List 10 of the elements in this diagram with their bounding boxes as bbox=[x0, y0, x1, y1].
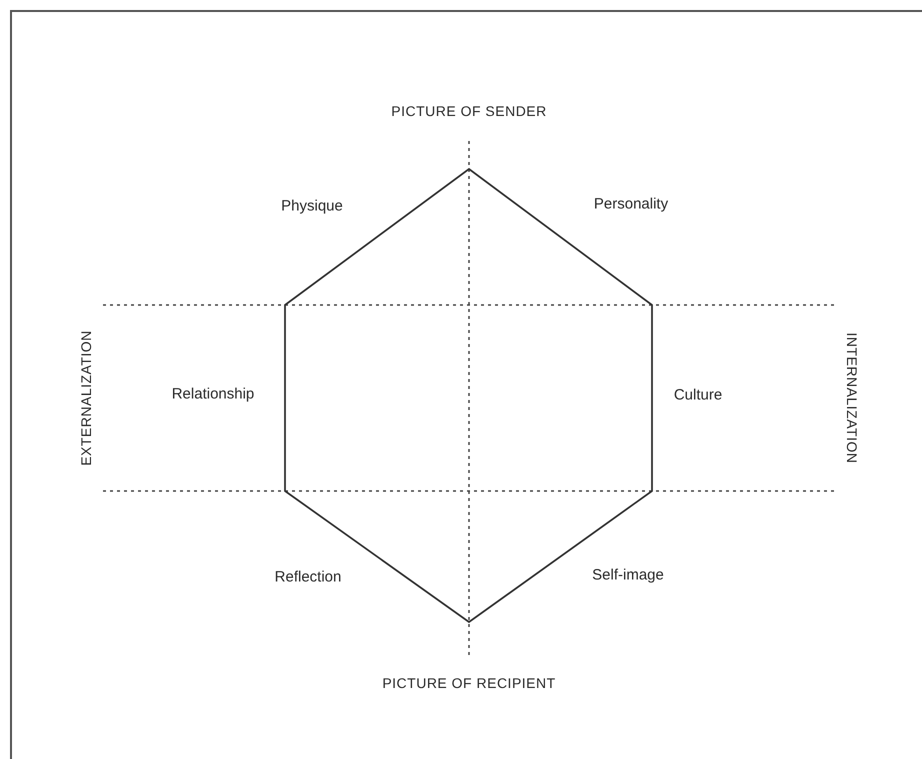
facet-label: Self-image bbox=[592, 566, 664, 584]
axis-label: PICTURE OF RECIPIENT bbox=[382, 675, 556, 691]
facet-label: Personality bbox=[594, 196, 668, 212]
facet-label: Relationship bbox=[172, 386, 254, 402]
axis-label: PICTURE OF SENDER bbox=[391, 103, 547, 119]
facet-label: Reflection bbox=[274, 568, 342, 586]
axis-label: INTERNALIZATION bbox=[844, 332, 860, 464]
facet-label: Culture bbox=[674, 386, 722, 404]
axis-label: EXTERNALIZATION bbox=[78, 330, 94, 466]
facet-label: Physique bbox=[281, 198, 343, 214]
